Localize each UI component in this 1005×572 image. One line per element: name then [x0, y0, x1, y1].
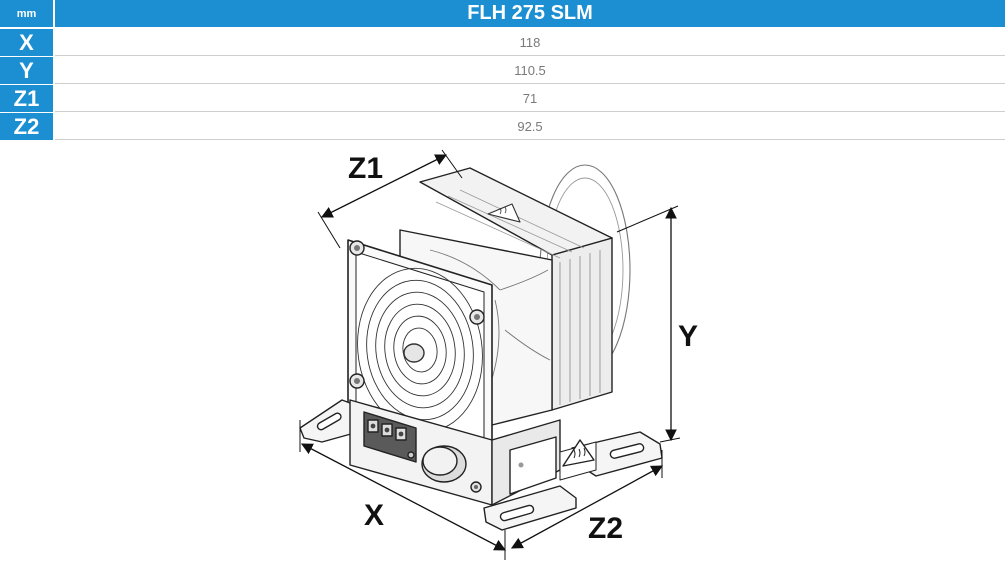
row-value-y: 110.5 — [55, 57, 1005, 84]
dimension-label-z2: Z2 — [588, 512, 623, 545]
dimension-label-y: Y — [678, 320, 698, 353]
row-label-z2: Z2 — [0, 113, 53, 140]
row-value-x: 118 — [55, 29, 1005, 56]
thermostat-knob — [421, 445, 482, 493]
row-label-z1: Z1 — [0, 85, 53, 112]
table-header-row: mm FLH 275 SLM — [0, 0, 1005, 27]
table-row: Z1 71 — [0, 85, 1005, 112]
row-value-z1: 71 — [55, 85, 1005, 112]
dimension-line-x — [300, 443, 507, 551]
unit-label: mm — [0, 0, 53, 27]
fan-heater-illustration — [299, 164, 663, 531]
row-label-y: Y — [0, 57, 53, 84]
row-label-x: X — [0, 29, 53, 56]
model-name: FLH 275 SLM — [55, 0, 1005, 27]
table-row: Y 110.5 — [0, 57, 1005, 84]
table-row: X 118 — [0, 29, 1005, 56]
terminal-block — [363, 411, 417, 463]
dimension-lines — [299, 149, 681, 560]
dimension-label-x: X — [364, 499, 384, 532]
dimension-line-z1 — [320, 154, 448, 218]
row-value-z2: 92.5 — [55, 113, 1005, 140]
dimension-line-z2 — [510, 465, 664, 549]
dimension-label-z1: Z1 — [348, 152, 383, 185]
table-row: Z2 92.5 — [0, 113, 1005, 140]
